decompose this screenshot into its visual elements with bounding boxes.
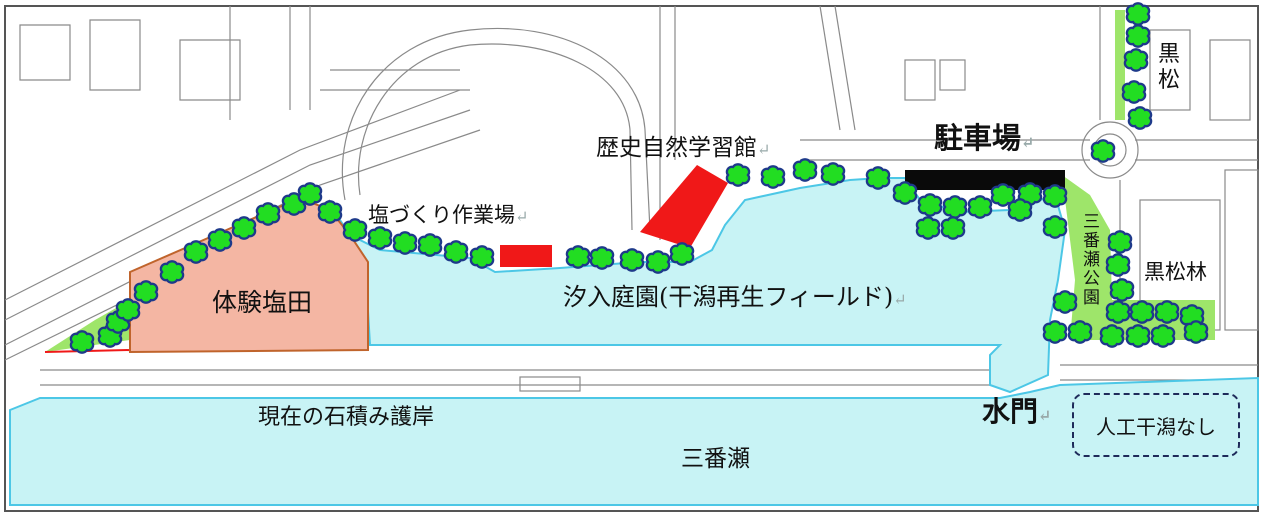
tree-icon bbox=[760, 165, 786, 189]
salt-workshop-building bbox=[500, 245, 552, 267]
tree-icon bbox=[1109, 278, 1135, 302]
tree-icon bbox=[1127, 106, 1153, 130]
tree-icon bbox=[367, 226, 393, 250]
no-tidal-flat-label: 人工干潟なし bbox=[1096, 414, 1216, 439]
tree-icon bbox=[645, 250, 671, 274]
current-seawall-label: 現在の石積み護岸 bbox=[258, 405, 435, 430]
tree-icon bbox=[1042, 320, 1068, 344]
tree-icon bbox=[342, 218, 368, 242]
tree-icon bbox=[820, 162, 846, 186]
tree-icon bbox=[231, 216, 257, 240]
parking-lot bbox=[905, 170, 1065, 190]
tree-icon bbox=[967, 195, 993, 219]
tree-icon bbox=[417, 233, 443, 257]
tree-icon bbox=[115, 298, 141, 322]
tree-icon bbox=[159, 260, 185, 284]
park-vertical-label: 三番瀬公園 bbox=[1079, 212, 1099, 307]
tree-icon bbox=[1007, 198, 1033, 222]
tree-icon bbox=[469, 245, 495, 269]
green-strip-north bbox=[1115, 10, 1125, 120]
tree-icon bbox=[1123, 48, 1149, 72]
tree-icon bbox=[255, 202, 281, 226]
tree-icon bbox=[317, 200, 343, 224]
salt-workshop-label: 塩づくり作業場↵ bbox=[368, 203, 529, 227]
parking-label: 駐車場↵ bbox=[934, 121, 1035, 155]
tree-icon bbox=[1099, 324, 1125, 348]
shiori-garden-label: 汐入庭園(干潟再生フィールド)↵ bbox=[563, 283, 907, 311]
tree-icon bbox=[990, 183, 1016, 207]
history-nature-center-building bbox=[640, 165, 728, 248]
tree-icon bbox=[915, 216, 941, 240]
tree-icon bbox=[1125, 2, 1151, 26]
black-pine-forest-label: 黒松林 bbox=[1144, 260, 1207, 284]
green-strip-park bbox=[1062, 175, 1215, 340]
tree-icon bbox=[1042, 215, 1068, 239]
tree-icon bbox=[940, 216, 966, 240]
tree-icon bbox=[1067, 320, 1093, 344]
tree-icon bbox=[1105, 253, 1131, 277]
tree-markers bbox=[69, 2, 1209, 354]
tree-icon bbox=[1090, 139, 1116, 163]
tree-icon bbox=[133, 280, 159, 304]
tree-icon bbox=[1154, 300, 1180, 324]
tree-icon bbox=[589, 246, 615, 270]
experience-salt-field-label: 体験塩田 bbox=[212, 288, 313, 317]
tree-icon bbox=[917, 193, 943, 217]
tree-icon bbox=[1105, 300, 1131, 324]
tree-icon bbox=[69, 330, 95, 354]
tree-icon bbox=[892, 181, 918, 205]
tree-icon bbox=[792, 158, 818, 182]
tree-icon bbox=[1052, 290, 1078, 314]
tree-icon bbox=[1121, 80, 1147, 104]
tree-icon bbox=[1125, 24, 1151, 48]
tree-icon bbox=[1129, 300, 1155, 324]
tree-icon bbox=[297, 182, 323, 206]
tree-icon bbox=[207, 228, 233, 252]
tree-icon bbox=[1125, 324, 1151, 348]
tree-icon bbox=[669, 242, 695, 266]
sanbanze-sea bbox=[9, 376, 1259, 506]
history-nature-center-label: 歴史自然学習館↵ bbox=[596, 135, 771, 161]
tree-icon bbox=[725, 163, 751, 187]
no-tidal-flat-box: 人工干潟なし bbox=[1072, 393, 1240, 457]
tree-icon bbox=[565, 245, 591, 269]
sanbanze-label: 三番瀬 bbox=[681, 446, 750, 472]
tree-icon bbox=[1183, 320, 1209, 344]
black-pine-label-2: 松 bbox=[1158, 68, 1181, 93]
tree-icon bbox=[1042, 184, 1068, 208]
black-pine-label-1: 黒 bbox=[1158, 42, 1181, 67]
tree-icon bbox=[443, 240, 469, 264]
tree-icon bbox=[865, 166, 891, 190]
tree-icon bbox=[392, 231, 418, 255]
tree-icon bbox=[1150, 324, 1176, 348]
water-gate-label: 水門↵ bbox=[982, 395, 1052, 428]
tree-icon bbox=[1107, 230, 1133, 254]
tree-icon bbox=[619, 248, 645, 272]
tree-icon bbox=[942, 195, 968, 219]
tree-icon bbox=[183, 240, 209, 264]
